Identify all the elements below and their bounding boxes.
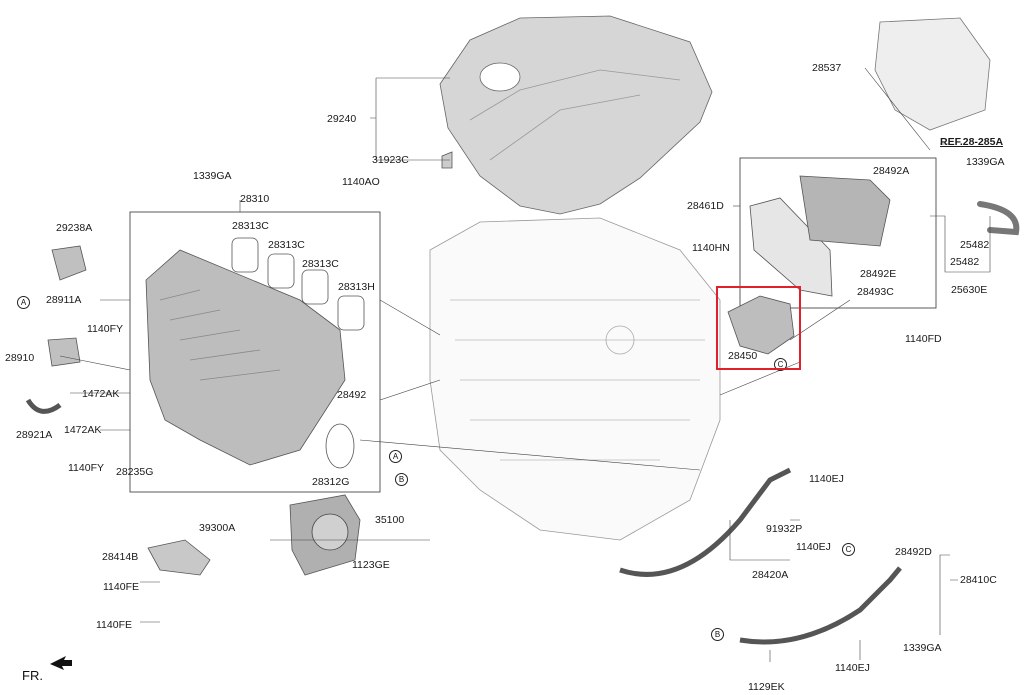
label-28921a: 28921A xyxy=(16,429,53,441)
label-25630e: 25630E xyxy=(951,284,988,296)
callout-a-right: A xyxy=(389,450,402,463)
label-39300a: 39300A xyxy=(199,522,236,534)
engine-block-outline xyxy=(429,217,721,541)
label-1140ao: 1140AO xyxy=(342,176,380,188)
label-1140hn: 1140HN xyxy=(692,242,730,254)
egr-valve-shape xyxy=(727,295,795,355)
label-1472ak-lower: 1472AK xyxy=(64,424,102,436)
label-28313h: 28313H xyxy=(338,281,375,293)
intake-manifold-shape xyxy=(145,249,346,466)
label-1140fe-lower: 1140FE xyxy=(96,619,132,631)
ref-part-shape xyxy=(874,17,991,131)
label-28450: 28450 xyxy=(728,350,758,362)
label-1140fy-upper: 1140FY xyxy=(87,323,123,335)
label-28313c-3: 28313C xyxy=(302,258,339,270)
label-28235g: 28235G xyxy=(116,466,154,478)
label-28410c: 28410C xyxy=(960,574,997,586)
label-28414b: 28414B xyxy=(102,551,139,563)
label-1140fd: 1140FD xyxy=(905,333,942,345)
label-1140fy-lower: 1140FY xyxy=(68,462,104,474)
label-28312g: 28312G xyxy=(312,476,350,488)
label-1123ge: 1123GE xyxy=(352,559,390,571)
label-1339ga-bottom: 1339GA xyxy=(903,642,942,654)
label-28461d: 28461D xyxy=(687,200,724,212)
label-1339ga-top: 1339GA xyxy=(966,156,1005,168)
label-1140ej-middle: 1140EJ xyxy=(796,541,831,553)
label-91932p: 91932P xyxy=(766,523,803,535)
intake-manifold-box xyxy=(129,211,381,493)
label-28313c-1: 28313C xyxy=(232,220,269,232)
label-29240: 29240 xyxy=(327,113,357,125)
label-28910: 28910 xyxy=(5,352,35,364)
label-1339ga-left: 1339GA xyxy=(193,170,232,182)
label-29238a: 29238A xyxy=(56,222,93,234)
label-1129ek: 1129EK xyxy=(748,681,785,693)
label-25482-b: 25482 xyxy=(950,256,980,268)
label-28313c-2: 28313C xyxy=(268,239,305,251)
label-1472ak-upper: 1472AK xyxy=(82,388,120,400)
label-1140ej-bottom: 1140EJ xyxy=(835,662,870,674)
label-28310: 28310 xyxy=(240,193,270,205)
callout-a-left: A xyxy=(17,296,30,309)
label-28492e: 28492E xyxy=(860,268,897,280)
engine-cover-shape xyxy=(439,15,713,215)
label-31923c: 31923C xyxy=(372,154,409,166)
label-1140ej-upper: 1140EJ xyxy=(809,473,844,485)
callout-b-right: B xyxy=(395,473,408,486)
label-25482-a: 25482 xyxy=(960,239,990,251)
label-28911a: 28911A xyxy=(46,294,82,306)
front-arrow-icon xyxy=(50,656,72,670)
egr-pipe-lower xyxy=(739,566,902,645)
callout-b-bottom: B xyxy=(711,628,724,641)
label-28420a: 28420A xyxy=(752,569,789,581)
egr-cooler-shape xyxy=(799,175,891,247)
bracket-shape xyxy=(147,539,211,576)
front-marker-label: FR. xyxy=(22,668,43,683)
label-28493c: 28493C xyxy=(857,286,894,298)
label-ref-28-285a: REF.28-285A xyxy=(940,136,1004,148)
label-28492: 28492 xyxy=(337,389,367,401)
label-1140fe-upper: 1140FE xyxy=(103,581,139,593)
callout-c-box: C xyxy=(774,358,787,371)
callout-c-pipe: C xyxy=(842,543,855,556)
label-28537: 28537 xyxy=(812,62,842,74)
label-28492d: 28492D xyxy=(895,546,932,558)
highlight-box-28450 xyxy=(716,286,801,370)
egr-pipe-upper xyxy=(619,467,792,577)
label-28492a: 28492A xyxy=(873,165,910,177)
label-35100: 35100 xyxy=(375,514,405,526)
